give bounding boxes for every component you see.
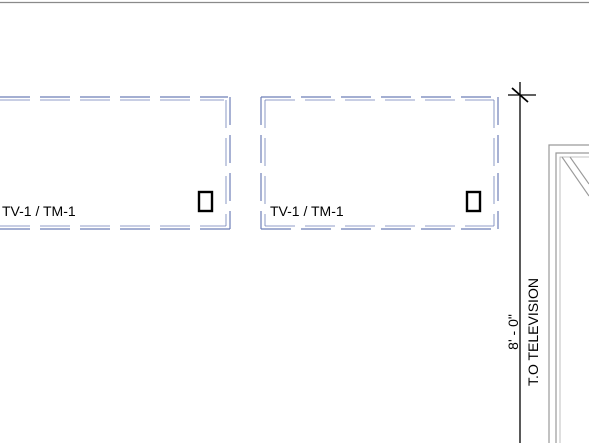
tv-unit-2-label: TV-1 / TM-1 [270,203,344,219]
dimension-value: 8' - 0" [505,314,521,350]
dimension-tick-mark [511,87,529,103]
dimension-line[interactable]: 8' - 0" T.O TELEVISION [505,82,541,443]
door-frame[interactable] [548,144,589,443]
door-frame-outer [548,144,589,443]
dimension-caption: T.O TELEVISION [525,278,541,386]
tv-unit-1-label: TV-1 / TM-1 [2,203,76,219]
tv-unit-1[interactable]: TV-1 / TM-1 [0,96,231,230]
door-frame-inner [555,152,589,443]
tv-unit-2[interactable]: TV-1 / TM-1 [260,96,499,230]
tv-unit-2-outlet-box [465,190,482,213]
door-swing-line-2 [569,156,589,185]
tv-unit-1-outlet-box [197,190,214,213]
door-frame-inner-2 [559,156,589,443]
door-swing-line-1 [561,156,589,197]
